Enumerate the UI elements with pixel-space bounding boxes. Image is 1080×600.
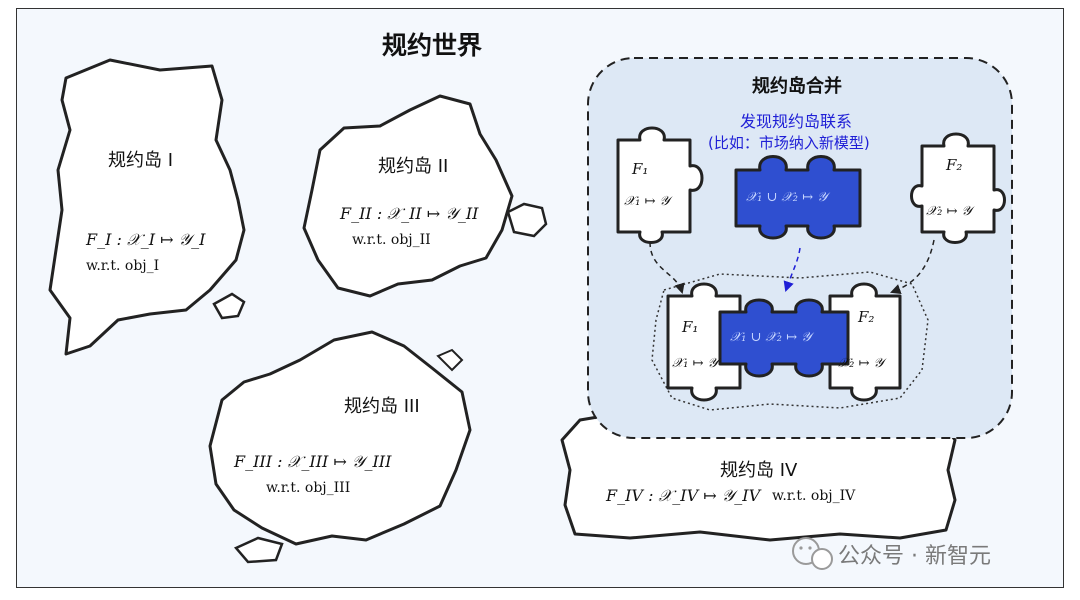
arrow-f2-to-merged bbox=[890, 239, 935, 295]
island-i-wrt: w.r.t. obj_I bbox=[86, 258, 160, 274]
merge-note-line1: 发现规约岛联系 bbox=[740, 112, 853, 131]
island-ii-map: F_II : 𝒳_II ↦ 𝒴_II bbox=[340, 204, 479, 223]
island-ii-label: 规约岛 II bbox=[378, 156, 449, 177]
island-iii-map: F_III : 𝒳_III ↦ 𝒴_III bbox=[234, 452, 392, 471]
island-i-map: F_I : 𝒳_I ↦ 𝒴_I bbox=[86, 230, 206, 249]
piece-union-merged-map: 𝒳₁ ∪ 𝒳₂ ↦ 𝒴 bbox=[730, 330, 812, 345]
island-i-shape bbox=[48, 58, 246, 356]
piece-f1-merged-name: F₁ bbox=[682, 318, 699, 336]
puzzle-piece-f2-top bbox=[910, 132, 1006, 244]
islet-i bbox=[212, 292, 246, 320]
piece-f1-top-map: 𝒳₁ ↦ 𝒴 bbox=[624, 194, 670, 209]
merge-note-line2: (比如：市场纳入新模型) bbox=[708, 134, 870, 152]
piece-f1-top-name: F₁ bbox=[632, 160, 649, 178]
islet-iii-b bbox=[436, 348, 464, 372]
puzzle-piece-union-merged bbox=[718, 298, 850, 378]
island-iii-shape bbox=[208, 330, 472, 546]
island-iii-label: 规约岛 III bbox=[344, 396, 420, 417]
puzzle-piece-union-top bbox=[734, 155, 862, 240]
islet-iii-a bbox=[233, 536, 284, 564]
diagram-title: 规约世界 bbox=[382, 31, 483, 60]
island-i-label: 规约岛 I bbox=[108, 150, 174, 171]
piece-f2-top-name: F₂ bbox=[946, 156, 963, 174]
piece-f2-merged-name: F₂ bbox=[858, 308, 875, 326]
puzzle-piece-f1-top bbox=[616, 126, 704, 244]
piece-f2-merged-map: 𝒳₂ ↦ 𝒴 bbox=[838, 356, 884, 371]
island-ii-shape bbox=[302, 94, 514, 298]
arrow-f1-to-merged bbox=[649, 241, 685, 295]
piece-f2-top-map: 𝒳₂ ↦ 𝒴 bbox=[926, 204, 972, 219]
island-iv-map: F_IV : 𝒳_IV ↦ 𝒴_IV bbox=[606, 486, 761, 505]
watermark-text: 公众号 · 新智元 bbox=[838, 544, 991, 569]
island-iv-wrt: w.r.t. obj_IV bbox=[772, 488, 856, 504]
island-iii-wrt: w.r.t. obj_III bbox=[266, 480, 351, 496]
merged-group-outline bbox=[651, 271, 929, 411]
islet-ii bbox=[506, 202, 548, 238]
island-ii-wrt: w.r.t. obj_II bbox=[352, 232, 431, 248]
island-iv-label: 规约岛 IV bbox=[720, 460, 798, 481]
piece-f1-merged-map: 𝒳₁ ↦ 𝒴 bbox=[672, 356, 718, 371]
merge-title: 规约岛合并 bbox=[752, 76, 842, 97]
piece-union-top-map: 𝒳₁ ∪ 𝒳₂ ↦ 𝒴 bbox=[746, 190, 828, 205]
arrow-union-to-merged bbox=[783, 247, 801, 292]
wechat-icon bbox=[792, 537, 833, 570]
